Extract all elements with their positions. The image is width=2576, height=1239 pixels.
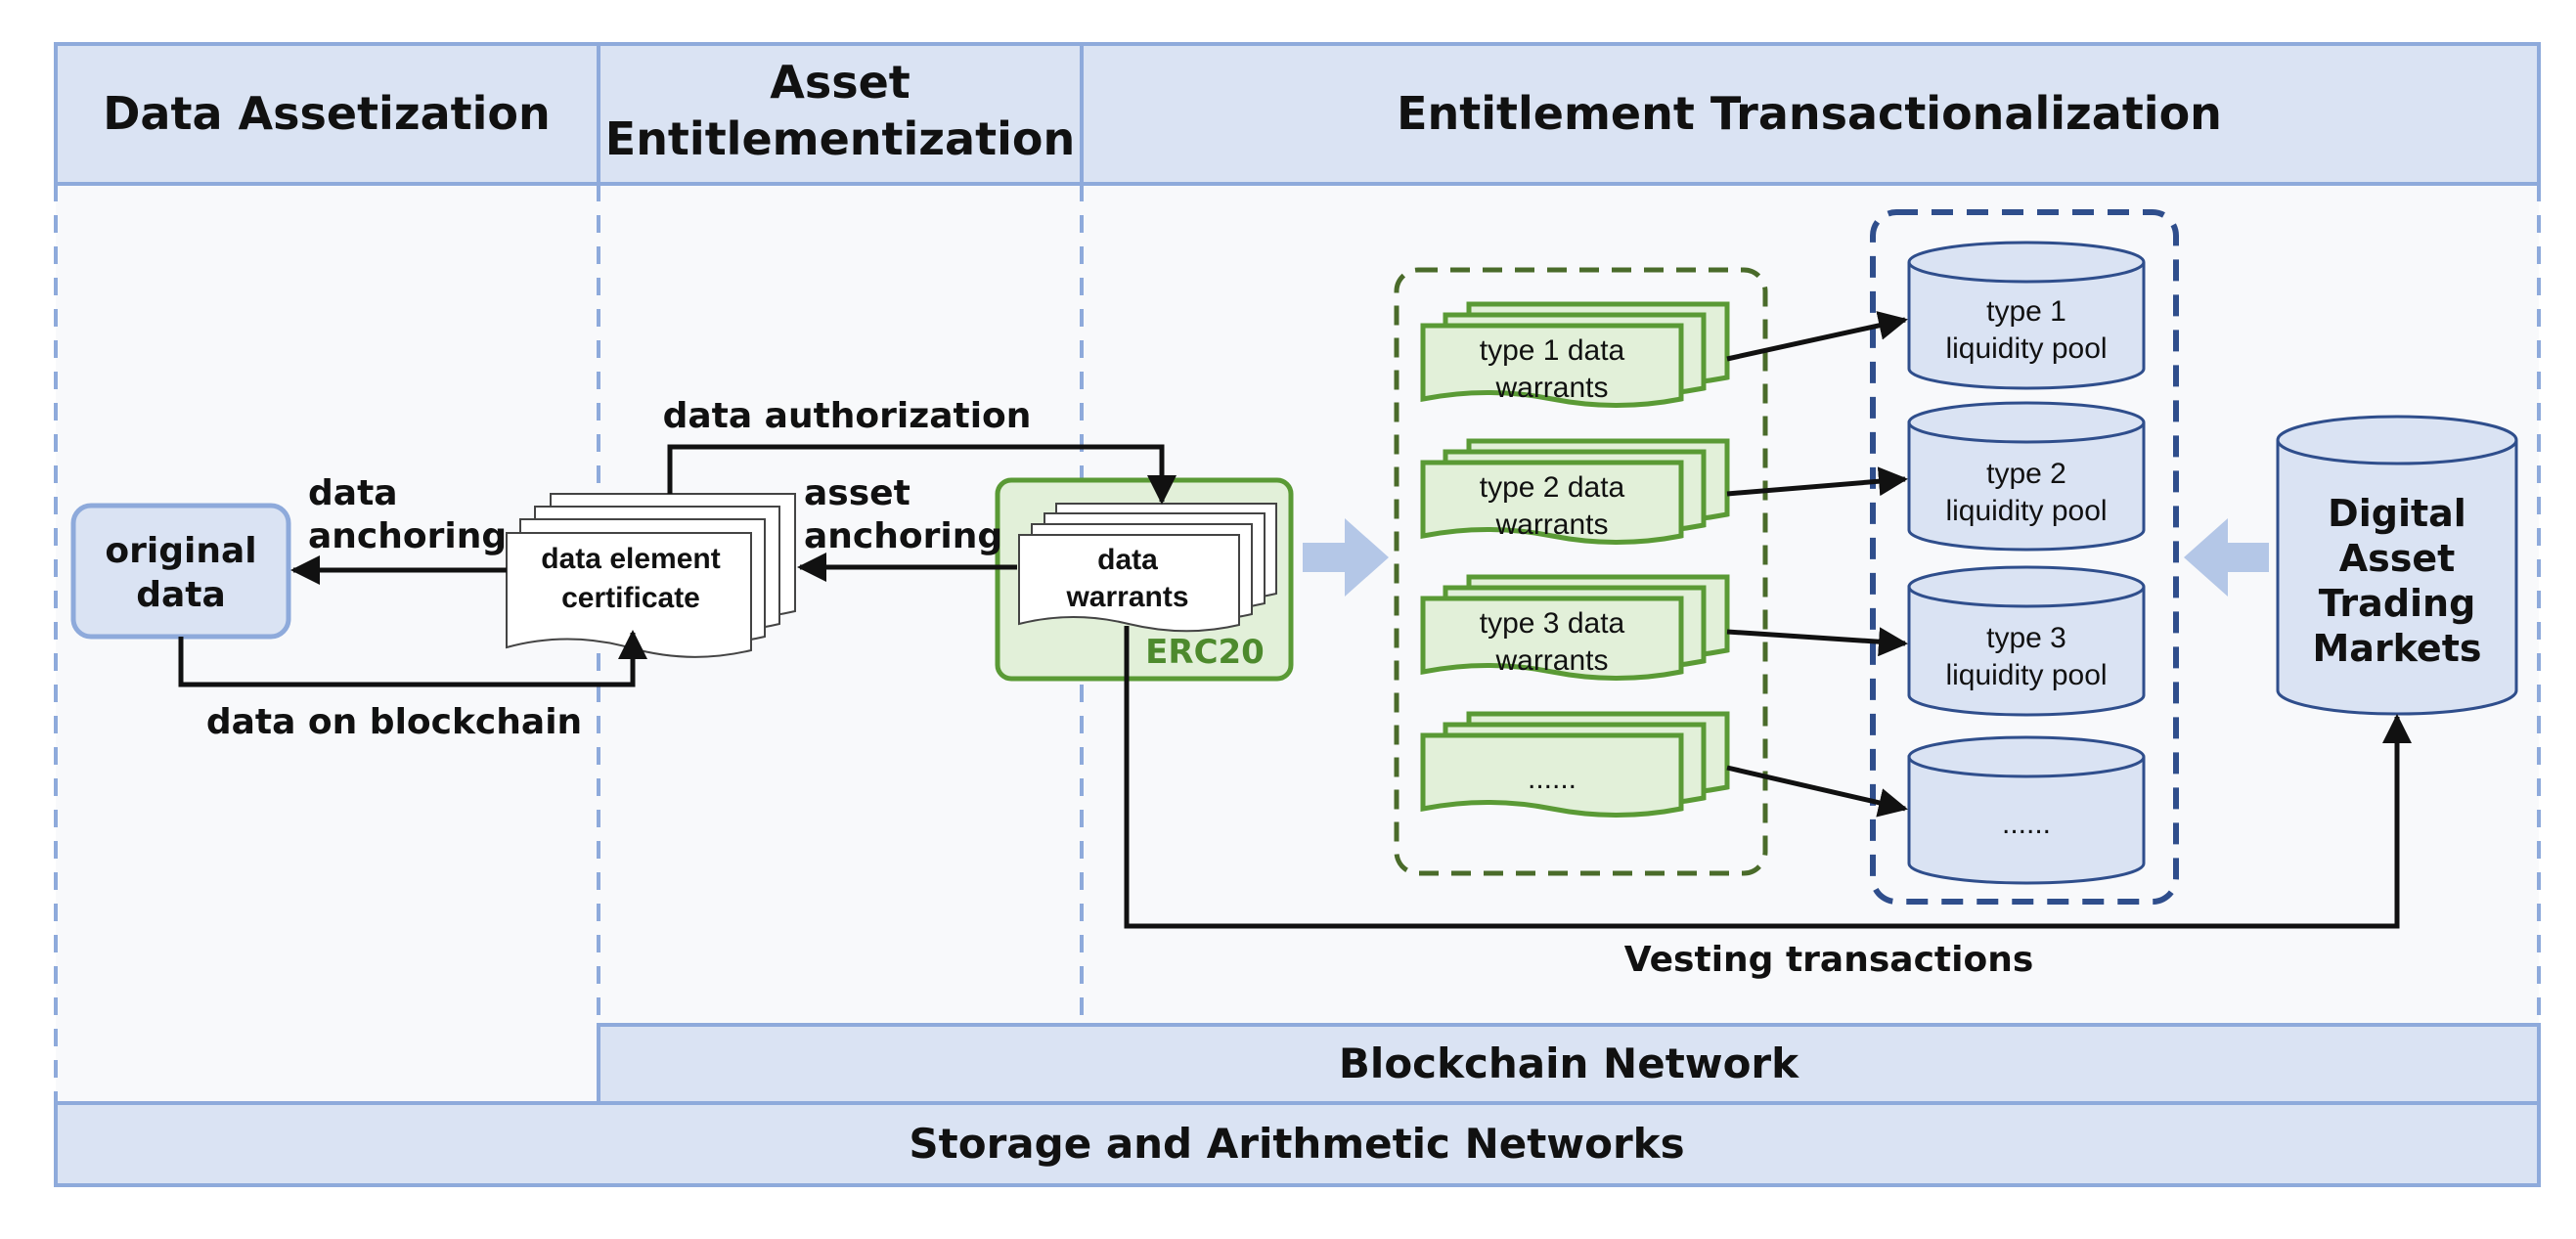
original-data-node: original data bbox=[70, 503, 291, 640]
pool-3-line1: type 3 bbox=[1986, 622, 2066, 654]
pool-more-label: ...... bbox=[2002, 808, 2051, 840]
liquidity-pool-3: type 3 liquidity pool bbox=[1907, 565, 2146, 717]
blockchain-network-bar bbox=[597, 1023, 2541, 1105]
digital-asset-markets: Digital Asset Trading Markets bbox=[2276, 415, 2518, 716]
edge-warrant-1-to-pool-1 bbox=[1726, 311, 1908, 362]
edge-warrant-more-to-pool-more bbox=[1726, 765, 1908, 818]
header-data-assetization: Data Assetization bbox=[103, 87, 551, 140]
header-cell-data-assetization bbox=[54, 42, 600, 186]
blockchain-network-label: Blockchain Network bbox=[1339, 1040, 1799, 1087]
storage-network-label: Storage and Arithmetic Networks bbox=[909, 1120, 1684, 1168]
label-asset-anchoring-line1: asset bbox=[804, 473, 910, 513]
markets-line2: Asset bbox=[2339, 537, 2456, 580]
warrant-type-1-line2: warrants bbox=[1494, 372, 1608, 404]
warrant-type-more: ...... bbox=[1420, 711, 1730, 818]
liquidity-pools-group bbox=[1870, 209, 2179, 905]
original-data-line1: original bbox=[105, 531, 256, 571]
label-data-authorization: data authorization bbox=[663, 396, 1032, 436]
warrants-line2: warrants bbox=[1065, 581, 1188, 613]
liquidity-pool-1: type 1 liquidity pool bbox=[1907, 241, 2146, 390]
warrant-type-2-line2: warrants bbox=[1494, 509, 1608, 541]
warrant-type-3-line2: warrants bbox=[1494, 644, 1608, 677]
warrant-type-3-line1: type 3 data bbox=[1480, 607, 1625, 640]
connectors bbox=[178, 311, 2412, 929]
warrants-group bbox=[1394, 267, 1768, 876]
header-entitlement-transactionalization: Entitlement Transactionalization bbox=[1397, 87, 2222, 140]
edge-warrant-3-to-pool-3 bbox=[1726, 627, 1908, 657]
warrants-document-stack bbox=[1018, 503, 1277, 633]
edge-data-authorization bbox=[667, 444, 1177, 505]
warrant-type-2-line1: type 2 data bbox=[1480, 471, 1625, 504]
liquidity-pool-more: ...... bbox=[1907, 735, 2146, 885]
storage-network-bar bbox=[54, 1101, 2541, 1187]
warrant-type-2: type 2 data warrants bbox=[1420, 438, 1730, 545]
warrant-type-more-label: ...... bbox=[1528, 763, 1577, 795]
certificate-line2: certificate bbox=[561, 582, 700, 614]
certificate-line1: data element bbox=[541, 543, 720, 575]
flow-arrow-right bbox=[1303, 518, 1389, 597]
liquidity-pool-2: type 2 liquidity pool bbox=[1907, 401, 2146, 552]
warrant-type-3: type 3 data warrants bbox=[1420, 574, 1730, 681]
pool-3-line2: liquidity pool bbox=[1945, 659, 2107, 691]
certificate-document-stack bbox=[506, 493, 796, 658]
erc20-label: ERC20 bbox=[1145, 633, 1265, 672]
label-data-anchoring-line2: anchoring bbox=[308, 516, 507, 556]
header-cell-entitlement-transactionalization bbox=[1080, 42, 2541, 186]
markets-line3: Trading bbox=[2319, 582, 2476, 625]
warrant-type-1: type 1 data warrants bbox=[1420, 301, 1730, 408]
label-data-anchoring-line1: data bbox=[308, 473, 398, 513]
pool-2-line2: liquidity pool bbox=[1945, 495, 2107, 527]
pool-1-line1: type 1 bbox=[1986, 295, 2066, 328]
header-asset-line2: Entitlementization bbox=[605, 112, 1075, 165]
original-data-line2: data bbox=[136, 575, 226, 615]
markets-line1: Digital bbox=[2328, 492, 2466, 535]
markets-line4: Markets bbox=[2312, 627, 2481, 670]
pool-1-line2: liquidity pool bbox=[1945, 332, 2107, 365]
pool-2-line1: type 2 bbox=[1986, 458, 2066, 490]
warrants-line1: data bbox=[1097, 544, 1158, 576]
header-row: Data Assetization Asset Entitlementizati… bbox=[54, 42, 2541, 186]
edge-warrant-2-to-pool-2 bbox=[1726, 466, 1908, 497]
warrant-type-1-line1: type 1 data bbox=[1480, 334, 1625, 367]
edge-vesting-transactions bbox=[1124, 626, 2412, 929]
flow-arrow-left bbox=[2184, 518, 2269, 597]
label-data-on-blockchain: data on blockchain bbox=[206, 702, 582, 742]
edge-data-on-blockchain bbox=[178, 630, 647, 687]
label-asset-anchoring-line2: anchoring bbox=[804, 516, 1002, 556]
header-asset-line1: Asset bbox=[770, 56, 910, 109]
label-vesting-transactions: Vesting transactions bbox=[1624, 940, 2034, 980]
